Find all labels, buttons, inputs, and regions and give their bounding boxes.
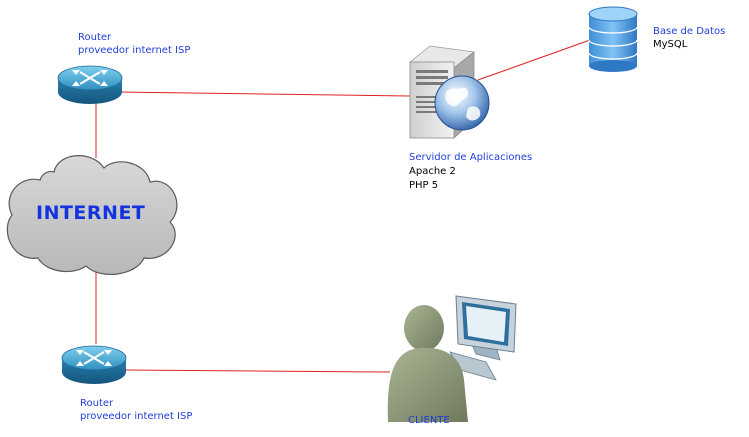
- server-php-label: PHP 5: [409, 180, 439, 191]
- database-icon: [588, 6, 638, 72]
- link-server-database: [477, 39, 591, 81]
- server-apache-label: Apache 2: [409, 166, 456, 177]
- router-bottom-icon: [61, 345, 127, 384]
- router-bottom-sublabel: proveedor internet ISP: [80, 411, 193, 422]
- connections: [95, 39, 591, 373]
- internet-cloud-icon: [6, 155, 178, 275]
- database-engine-label: MySQL: [653, 39, 688, 50]
- link-router-server: [121, 91, 411, 97]
- link-router-client: [123, 369, 391, 373]
- server-label: Servidor de Aplicaciones: [409, 152, 533, 163]
- client-label: CLIENTE: [408, 415, 450, 426]
- person-icon: [387, 305, 468, 422]
- database-label: Base de Datos: [653, 26, 726, 37]
- application-server-icon: [409, 45, 490, 139]
- router-top-icon: [57, 65, 123, 104]
- router-top-label: Router: [78, 32, 112, 43]
- router-top-sublabel: proveedor internet ISP: [78, 45, 191, 56]
- internet-label: INTERNET: [36, 202, 146, 224]
- router-bottom-label: Router: [80, 398, 114, 409]
- client-workstation-icon: [449, 295, 517, 381]
